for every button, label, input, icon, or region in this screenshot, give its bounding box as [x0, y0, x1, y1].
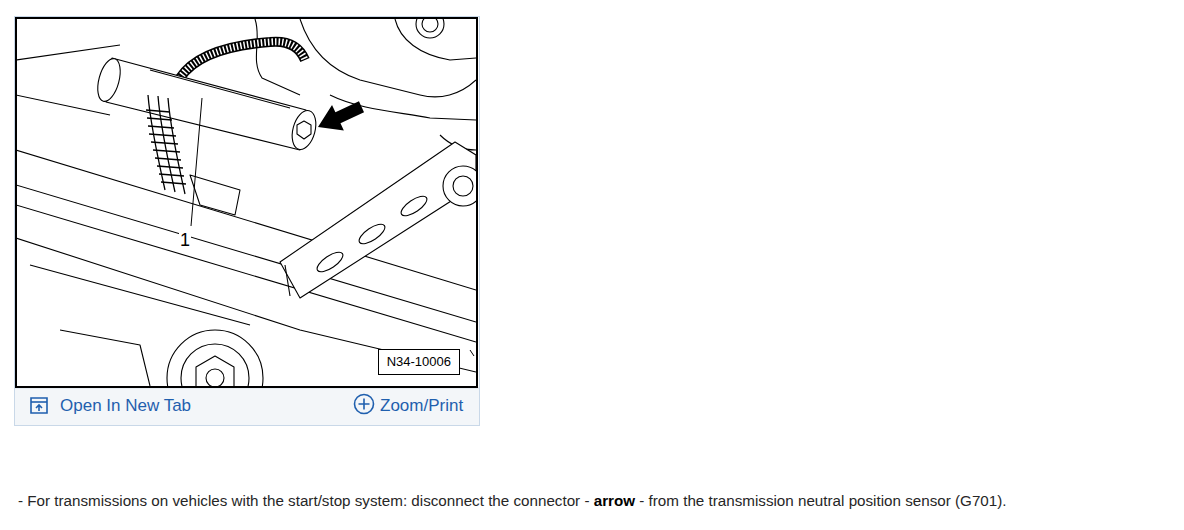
crossmember-rails	[17, 45, 476, 386]
crossmember-rails-part	[17, 45, 120, 60]
open-tab-icon-part	[31, 401, 47, 403]
mount-bolt-part	[206, 369, 224, 386]
bracket-arm-part	[280, 142, 476, 298]
callout-number: 1	[179, 230, 191, 250]
instruction-text: - For transmissions on vehicles with the…	[18, 492, 589, 509]
connector-body-part	[297, 121, 311, 139]
figure-panel-part	[15, 388, 479, 425]
illustration-frame	[16, 18, 477, 387]
figure-id-text: N34-10006	[387, 353, 451, 371]
corrugated-wires-part	[168, 98, 185, 194]
toolbar-link: Open In New Tab	[60, 396, 191, 416]
wiring-harness	[180, 42, 305, 78]
zoom-icon-part	[359, 399, 370, 410]
connector-body	[94, 56, 320, 152]
instruction-paragraph: - For transmissions on vehicles with the…	[18, 490, 1182, 512]
open-tab-icon	[31, 398, 47, 413]
corrugated-wires-part	[146, 110, 186, 184]
bracket-arm-part	[398, 193, 430, 220]
open-tab-icon-part	[31, 398, 47, 413]
wiring-harness-part	[180, 42, 305, 78]
bracket-arm-part	[314, 249, 346, 276]
pointer-arrow	[312, 94, 367, 140]
figure-id-box: N34-10006	[378, 349, 460, 375]
crossmember-rails-part	[30, 265, 250, 325]
bracket-arm-part	[443, 166, 476, 206]
crossmember-rails-part	[190, 175, 240, 215]
zoom-icon	[355, 395, 374, 414]
edge-mark	[470, 350, 474, 356]
connector-body-part	[150, 70, 290, 108]
crossmember-rails-part	[17, 95, 110, 115]
toolbar-link: Zoom/Print	[380, 396, 463, 416]
figure-panel-part	[15, 17, 480, 426]
housing-lines-part	[422, 19, 438, 32]
housing-lines-part	[255, 19, 300, 95]
housing-lines-part	[300, 19, 476, 97]
zoom-icon-part	[355, 395, 374, 414]
housing-lines-part	[416, 19, 444, 38]
wiring-harness-part	[180, 42, 305, 78]
mount-bolt-part	[196, 356, 234, 386]
instruction-text: - from the transmission neutral position…	[639, 492, 1006, 509]
crossmember-rails-part	[60, 330, 150, 386]
bracket-arm-part	[453, 176, 473, 196]
bracket-arm-part	[285, 265, 290, 296]
corrugated-wires	[146, 95, 186, 194]
connector-body-part	[94, 56, 125, 104]
mount-bolt-part	[167, 330, 263, 386]
connector-body-part	[106, 58, 306, 150]
connector-body-part	[288, 108, 320, 152]
mount-bolt-part	[181, 344, 249, 386]
figure-panel	[15, 17, 480, 426]
leader-line	[191, 98, 202, 226]
bracket-arm-part	[356, 221, 388, 248]
component-illustration	[17, 19, 476, 386]
mount-bolt	[167, 330, 263, 386]
open-tab-icon-part	[36, 405, 42, 411]
housing-lines-part	[395, 19, 476, 60]
bracket-arm	[280, 142, 476, 298]
instruction-keyword: arrow	[594, 492, 635, 509]
